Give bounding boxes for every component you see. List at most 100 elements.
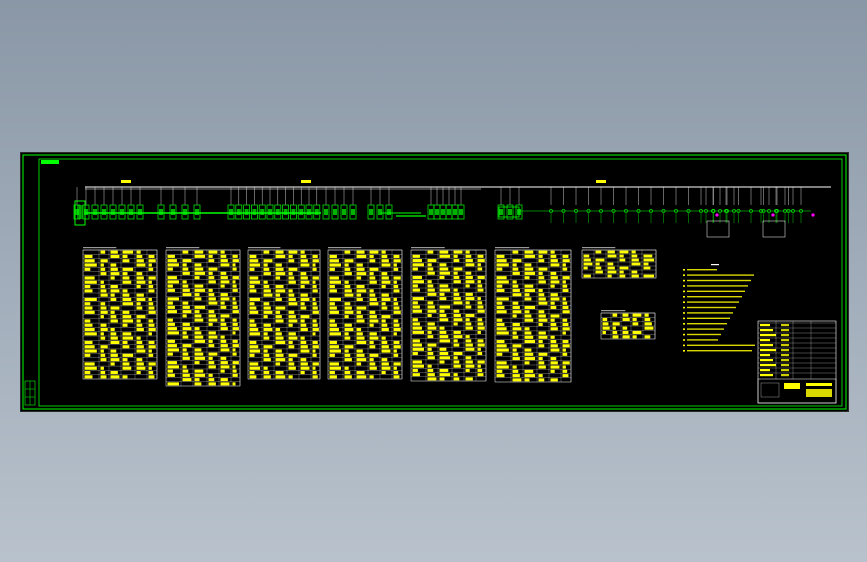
table-cell-text	[208, 276, 215, 280]
table-cell-text	[477, 259, 485, 263]
table-cell-text	[167, 280, 179, 284]
table-cell-text	[329, 254, 337, 258]
table-cell-text	[288, 259, 295, 263]
table-cell-text	[275, 353, 284, 357]
table-cell-text	[427, 292, 437, 296]
note-bullet	[683, 269, 685, 271]
table-cell-text	[538, 271, 543, 275]
title-cell-text	[760, 329, 773, 332]
title-cell-text	[760, 369, 770, 372]
table-cell-text	[524, 361, 530, 365]
breaker-icon	[275, 209, 280, 215]
table-cell-text	[148, 366, 152, 370]
table-cell-text	[465, 280, 475, 284]
table-cell-text	[465, 301, 470, 305]
table-cell-text	[100, 371, 106, 375]
table-cell-text	[607, 254, 617, 258]
table-cell-text	[381, 328, 389, 332]
table-cell-text	[84, 366, 97, 370]
table-cell-text	[632, 317, 637, 322]
breaker-icon	[351, 209, 355, 215]
table-cell-text	[263, 328, 273, 332]
table-cell-text	[232, 267, 237, 271]
table-cell-text	[263, 259, 273, 263]
bus-tag	[301, 180, 311, 183]
breaker-icon	[387, 209, 391, 215]
table-cell-text	[612, 313, 618, 317]
table-cell-text	[329, 302, 335, 306]
table-cell-text	[538, 310, 545, 314]
table-cell-text	[632, 322, 639, 326]
table-cell-text	[393, 276, 401, 280]
table-cell-text	[136, 358, 143, 362]
table-cell-text	[148, 267, 154, 271]
switchgear-cell-icon	[282, 204, 289, 220]
table-cell-text	[84, 267, 91, 271]
table-cell-text	[512, 284, 519, 288]
title-cell-text	[781, 359, 789, 362]
table-cell-text	[312, 254, 318, 258]
title-cell-text	[781, 334, 789, 337]
table-cell-text	[208, 280, 216, 284]
table-cell-text	[393, 302, 399, 306]
table-cell-text	[465, 284, 470, 288]
table-cell-text	[562, 297, 566, 301]
table-cell-text	[550, 259, 558, 263]
table-cell-text	[84, 328, 95, 332]
cad-drawing-viewport[interactable]	[20, 152, 849, 412]
table-cell-text	[381, 297, 391, 301]
device-icon	[715, 213, 719, 217]
table-cell-text	[538, 250, 548, 254]
breaker-icon	[299, 209, 304, 215]
table-cell-text	[427, 322, 435, 326]
table-cell-text	[550, 335, 555, 339]
table-cell-text	[84, 276, 95, 280]
table-cell-text	[167, 301, 173, 305]
table-cell-text	[427, 267, 434, 271]
table-frame	[410, 249, 487, 382]
table-cell-text	[148, 285, 154, 289]
table-cell-text	[122, 336, 134, 340]
table-cell-text	[496, 284, 503, 288]
table-cell-text	[583, 266, 588, 270]
table-cell-text	[550, 284, 555, 288]
table-cell-text	[381, 259, 389, 263]
table-cell-text	[550, 357, 557, 361]
table-cell-text	[122, 319, 134, 323]
table-cell-text	[356, 297, 363, 301]
table-cell-text	[538, 267, 548, 271]
table-cell-text	[312, 353, 317, 357]
table-cell-text	[562, 331, 566, 335]
switchgear-cells	[73, 180, 815, 238]
table-cell-text	[329, 310, 339, 314]
table-cell-text	[550, 271, 557, 275]
table-cell-text	[619, 258, 626, 262]
switchgear-cell-icon	[109, 204, 117, 220]
table-cell-text	[381, 250, 386, 254]
table-cell-text	[562, 318, 568, 322]
table-cell-text	[232, 373, 238, 377]
table-cell-text	[122, 259, 130, 263]
table-cell-text	[84, 306, 93, 310]
table-cell-text	[550, 378, 558, 382]
table-cell-text	[524, 340, 536, 344]
table-cell-text	[412, 254, 420, 258]
table-cell-text	[550, 327, 558, 331]
table-cell-text	[232, 259, 239, 263]
table-cell-text	[619, 254, 624, 258]
breaker-icon	[459, 209, 463, 215]
table-cell-text	[110, 332, 117, 336]
table-cell-text	[562, 305, 569, 310]
table-cell-text	[453, 301, 463, 305]
breaker-icon	[84, 209, 88, 215]
table-cell-text	[465, 339, 472, 343]
table-cell-text	[538, 361, 545, 365]
table-cell-text	[524, 335, 534, 339]
table-cell-text	[148, 289, 155, 293]
table-cell-text	[288, 293, 295, 297]
table-cell-text	[512, 263, 517, 267]
table-cell-text	[412, 280, 424, 284]
table-cell-text	[356, 358, 367, 362]
table-cell-text	[167, 267, 173, 271]
transformer-icon	[498, 206, 520, 218]
